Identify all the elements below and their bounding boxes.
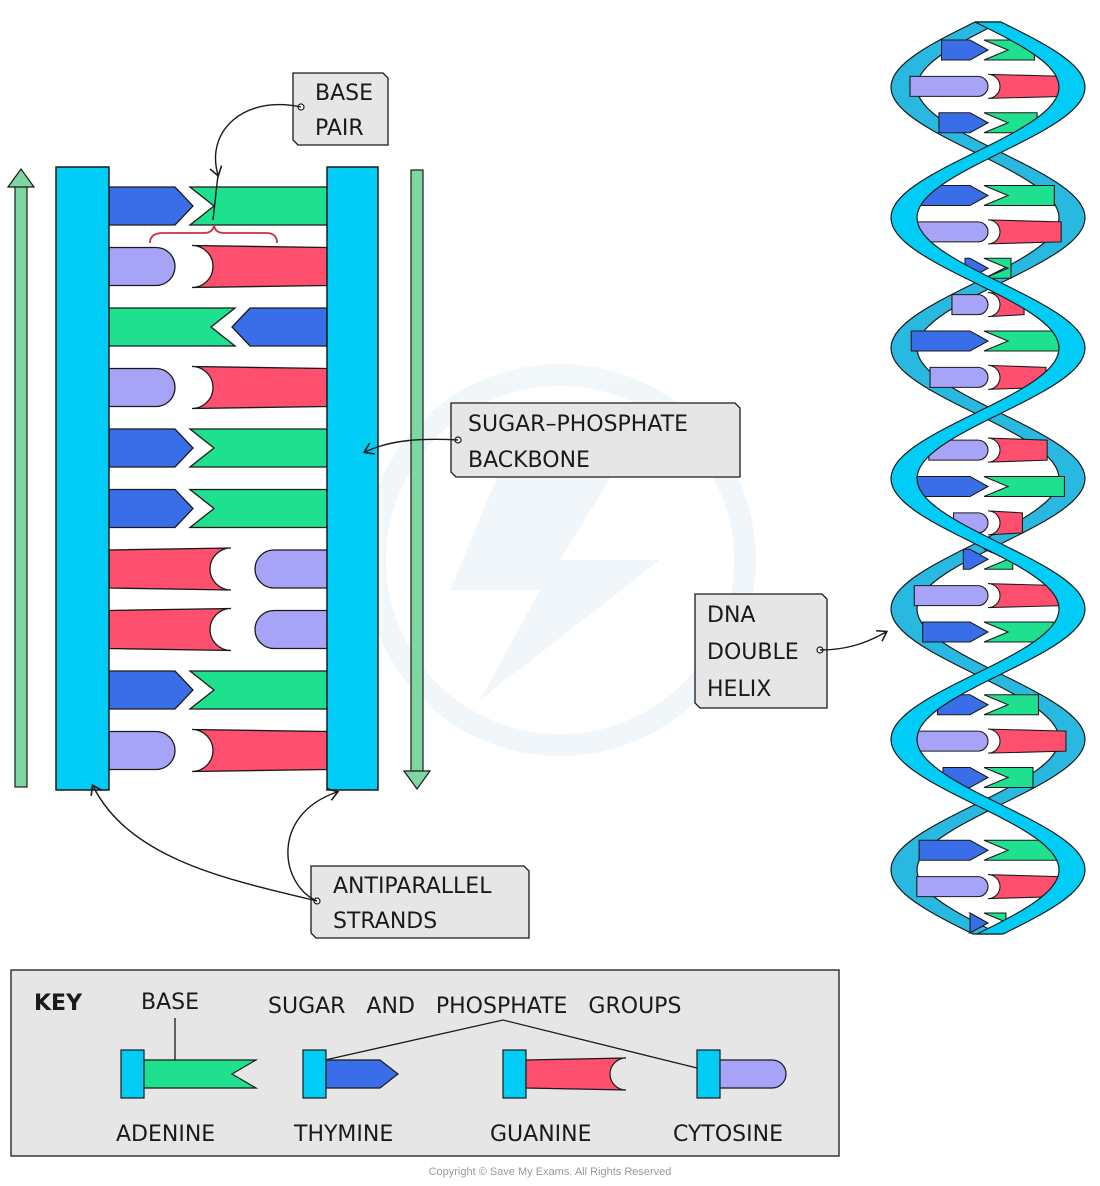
helix-base-cytosine [951,294,989,316]
direction-arrow-up [6,167,36,788]
key-box: KEY BASE SUGAR AND PHOSPHATE GROUPS ADEN… [10,969,840,1157]
helix-base-cytosine [914,221,989,243]
double-helix-line-3: HELIX [707,677,771,702]
left-backbone [55,166,110,791]
ladder-left-thymine [108,670,194,710]
antiparallel-line-2: STRANDS [333,909,437,934]
antiparallel-label: ANTIPARALLEL STRANDS [90,783,530,939]
base-pair-line-2: PAIR [315,116,364,141]
helix-base-thymine [918,839,990,861]
double-helix-line-1: DNA [707,603,755,628]
ladder-left-cytosine [108,246,176,287]
right-backbone [326,166,379,791]
helix-base-thymine [922,621,990,643]
ladder-left-guanine [108,607,232,652]
ladder-left-cytosine [108,367,176,408]
key-item-thymine: THYMINE [293,1122,393,1147]
ladder-right-guanine [191,728,328,773]
ladder-left-thymine [108,186,194,226]
helix-base-adenine [983,257,1012,279]
ladder-right-adenine [188,488,328,529]
helix-base-guanine [987,874,1060,900]
key-base-label: BASE [141,990,199,1015]
backbone-line-2: BACKBONE [468,448,590,473]
ladder-base-pairs [108,186,328,773]
direction-arrow-down [402,169,432,791]
helix-base-cytosine [929,366,989,388]
key-backbone-adenine [120,1049,145,1099]
helix-base-cytosine [913,585,989,607]
helix-base-guanine [987,73,1067,99]
key-item-adenine: ADENINE [116,1122,215,1147]
backbone-label: SUGAR–PHOSPHATE BACKBONE [362,402,741,478]
helix-base-guanine [987,728,1067,754]
base-pair-line-1: BASE [315,81,373,106]
key-groups-label: SUGAR AND PHOSPHATE GROUPS [268,994,681,1019]
helix-base-thymine [910,330,990,352]
ladder-right-adenine [188,186,328,226]
helix-base-adenine [983,330,1066,352]
base-pair-label: BASE PAIR [209,72,389,221]
ladder-left-thymine [108,428,194,468]
key-item-cytosine: CYTOSINE [673,1122,783,1147]
ladder-right-guanine [191,365,328,410]
key-base-adenine [143,1059,259,1089]
key-backbone-thymine [302,1049,327,1099]
helix-base-guanine [987,583,1063,609]
ladder-left-thymine [108,488,194,529]
ladder-right-cytosine [254,549,328,589]
helix-base-thymine [940,39,990,61]
helix-base-adenine [983,184,1055,207]
antiparallel-line-1: ANTIPARALLEL [333,874,492,899]
helix-base-adenine [983,475,1065,498]
ladder-right-guanine [191,244,328,289]
key-symbols [120,1049,787,1099]
helix-base-adenine [983,694,1040,716]
helix-base-cytosine [916,876,989,898]
ladder-right-adenine [188,428,328,468]
helix-base-guanine [987,219,1062,245]
backbone-line-1: SUGAR–PHOSPHATE [468,412,688,437]
ladder-right-adenine [188,670,328,710]
helix-base-cytosine [909,75,989,97]
double-helix-label: DNA DOUBLE HELIX [694,593,889,709]
key-backbone-cytosine [696,1049,721,1099]
key-item-guanine: GUANINE [490,1122,592,1147]
key-title: KEY [34,991,83,1016]
helix-base-guanine [987,510,1023,536]
key-base-cytosine [719,1059,787,1089]
ladder-right-thymine [231,307,328,347]
ladder-left-cytosine [108,730,176,771]
key-backbone-guanine [502,1049,527,1099]
double-helix-line-2: DOUBLE [707,640,799,665]
helix-base-thymine [967,912,990,934]
ladder-right-cytosine [254,609,328,650]
helix-base-thymine [962,548,990,570]
base-pair-brace [149,224,278,244]
key-base-thymine [325,1059,399,1089]
helix-base-guanine [987,437,1048,463]
ladder-left-guanine [108,547,232,591]
helix-base-cytosine [909,730,989,752]
helix-strand-front [890,21,1086,935]
helix-base-thymine [938,112,990,134]
copyright-text: Copyright © Save My Exams. All Rights Re… [429,1166,672,1178]
helix-base-adenine [983,766,1034,789]
dna-double-helix [890,21,1086,935]
ladder-left-adenine [108,307,237,347]
key-base-guanine [525,1057,627,1091]
